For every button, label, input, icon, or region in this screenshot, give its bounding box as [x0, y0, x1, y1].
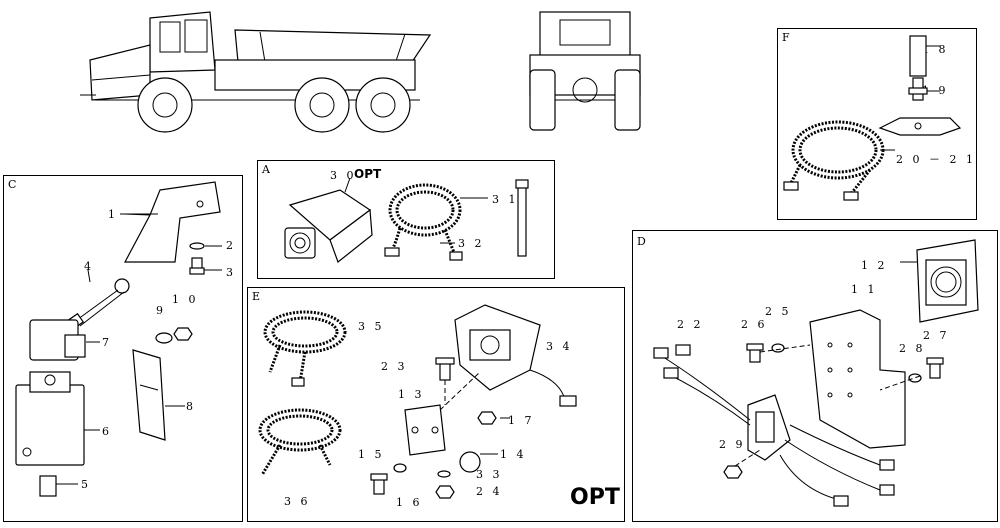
opt-label-a: OPT [354, 167, 382, 181]
harness-d [653, 344, 895, 507]
limit-switch-head [29, 319, 86, 361]
callout-22: 2 2 [677, 318, 704, 331]
callout-20-21: 2 0 － 2 1 [896, 153, 976, 166]
panel-c-letter: C [8, 178, 17, 191]
nut-17 [477, 411, 497, 425]
rear-camera [454, 304, 577, 407]
washer-2 [189, 242, 205, 250]
harness-coil-35 [263, 310, 347, 387]
panel-e-letter: E [252, 290, 261, 303]
callout-33: 3 3 [476, 468, 503, 481]
washer-16 [393, 463, 407, 473]
nut-29 [723, 465, 743, 479]
callout-24: 2 4 [476, 485, 503, 498]
sensor-fitting [908, 77, 940, 101]
callout-16: 1 6 [396, 496, 423, 509]
washer-33 [437, 470, 451, 478]
callout-5: 5 [81, 478, 91, 491]
callout-35: 3 5 [358, 320, 385, 333]
truck-rear-view [529, 11, 641, 131]
mounting-plate-11 [809, 309, 906, 449]
harness-coil-36 [258, 408, 342, 476]
callout-28: 2 8 [899, 342, 926, 355]
truck-side-view [80, 11, 432, 133]
callout-27: 2 7 [923, 329, 950, 342]
callout-1: 1 [108, 208, 118, 221]
bolt-3 [189, 257, 205, 275]
washer-9 [155, 332, 173, 344]
callout-8: 8 [186, 400, 196, 413]
washer-25 [771, 343, 785, 353]
callout-23: 2 3 [381, 360, 408, 373]
callout-13: 1 3 [398, 388, 425, 401]
gland-5 [39, 475, 57, 497]
callout-15: 1 5 [358, 448, 385, 461]
bolt-15 [370, 473, 388, 495]
bolt-26 [746, 343, 764, 363]
harness-coil-f [783, 120, 895, 201]
switch-body [15, 371, 85, 466]
callout-36: 3 6 [284, 495, 311, 508]
nut-24 [435, 485, 455, 499]
mounting-plate [878, 117, 962, 136]
cable-tie [515, 179, 529, 257]
callout-12: 1 2 [861, 259, 888, 272]
callout-30: 3 0 [330, 169, 357, 182]
camera-unit [284, 189, 373, 263]
callout-6: 6 [102, 425, 112, 438]
nut-10 [173, 327, 193, 341]
callout-9: 9 [156, 304, 166, 317]
callout-25: 2 5 [765, 305, 792, 318]
callout-14: 1 4 [500, 448, 527, 461]
callout-32: 3 2 [458, 237, 485, 250]
spacer-plate [132, 349, 166, 441]
panel-d-letter: D [637, 235, 646, 248]
washer-28 [908, 373, 922, 383]
harness-coil-a [384, 183, 463, 261]
opt-label-e: OPT [570, 485, 620, 510]
callout-26: 2 6 [741, 318, 768, 331]
callout-31: 3 1 [492, 193, 519, 206]
bolt-27 [926, 357, 944, 379]
callout-7: 7 [102, 336, 112, 349]
callout-10: 1 0 [172, 293, 199, 306]
mount-bracket-13 [404, 404, 446, 456]
display-unit-12 [916, 239, 979, 323]
callout-3: 3 [226, 266, 236, 279]
callout-11: 1 1 [851, 283, 878, 296]
callout-4: 4 [84, 260, 94, 273]
callout-29: 2 9 [719, 438, 746, 451]
callout-2: 2 [226, 239, 236, 252]
connector-block [747, 394, 791, 461]
clamp-14 [459, 451, 481, 473]
panel-a-letter: A [262, 163, 270, 176]
callout-34: 3 4 [546, 340, 573, 353]
panel-f-letter: F [782, 31, 790, 44]
callout-17: 1 7 [508, 414, 535, 427]
sensor-rod [909, 35, 940, 77]
